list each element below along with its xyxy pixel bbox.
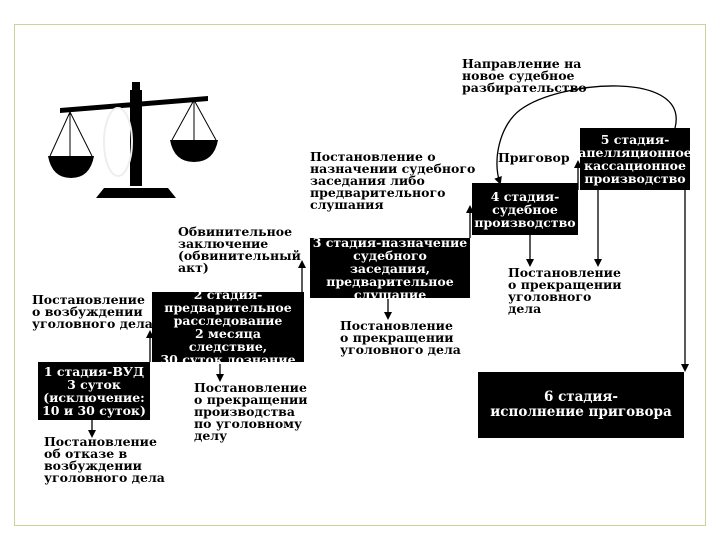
stage-5-box: 5 стадия- апелляционное кассационное про… <box>580 128 690 190</box>
stage-3-box: 3 стадия-назначение судебного заседания,… <box>310 238 470 298</box>
stage-2-box: 2 стадия- предварительное расследование … <box>152 292 304 362</box>
stage-4-box: 4 стадия- судебное производство <box>472 183 578 235</box>
note-hearing-order: Постановление о назначении судебного зас… <box>310 151 475 211</box>
stage-1-box: 1 стадия-ВУД 3 суток (исключение: 10 и 3… <box>38 362 150 420</box>
note-verdict: Приговор <box>498 152 570 164</box>
note-retrial: Направление на новое судебное разбирател… <box>462 58 587 94</box>
note-terminate-case-stage4: Постановление о прекращении уголовного д… <box>508 267 622 315</box>
note-indictment: Обвинительное заключение (обвинительный … <box>178 226 301 274</box>
note-refusal: Постановление об отказе в возбуждении уг… <box>44 436 165 484</box>
note-terminate-case-stage3: Постановление о прекращении уголовного д… <box>340 320 461 356</box>
stage-6-box: 6 стадия- исполнение приговора <box>478 372 684 438</box>
note-initiation: Постановление о возбуждении уголовного д… <box>32 294 153 330</box>
note-terminate-proceedings: Постановление о прекращении производства… <box>194 382 308 442</box>
